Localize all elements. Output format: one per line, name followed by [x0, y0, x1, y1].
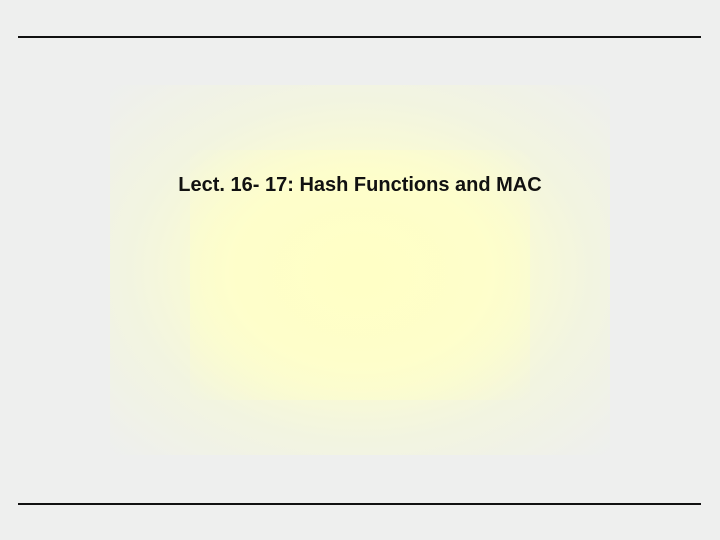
slide-title: Lect. 16- 17: Hash Functions and MAC: [178, 174, 542, 196]
top-rule: [18, 36, 701, 38]
bottom-rule: [18, 503, 701, 505]
background-glow-center: [190, 150, 530, 400]
